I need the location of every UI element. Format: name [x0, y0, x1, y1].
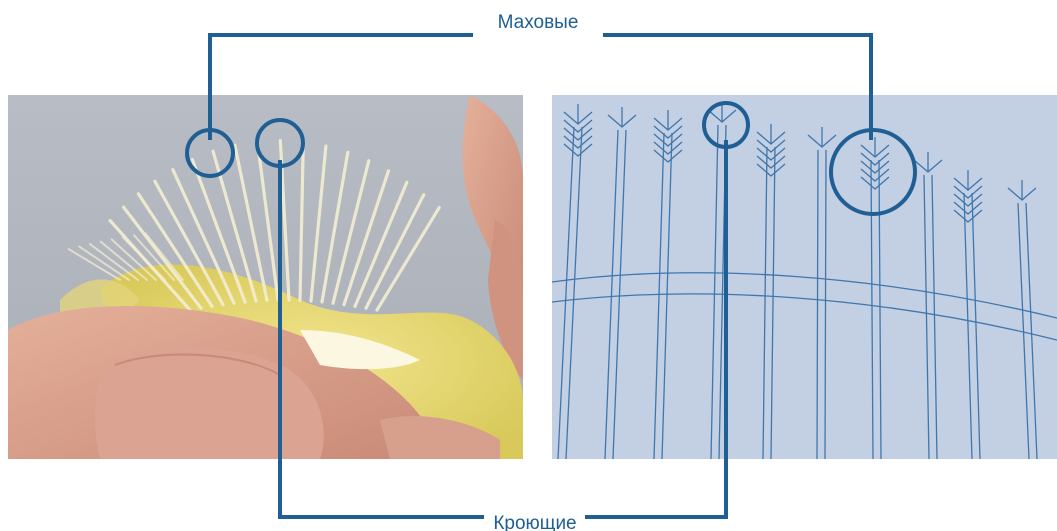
flight-feathers-label: Маховые — [498, 12, 579, 33]
photo-panel — [8, 95, 523, 459]
coverts-label: Кроющие — [493, 513, 576, 531]
diagram-panel — [552, 95, 1057, 459]
